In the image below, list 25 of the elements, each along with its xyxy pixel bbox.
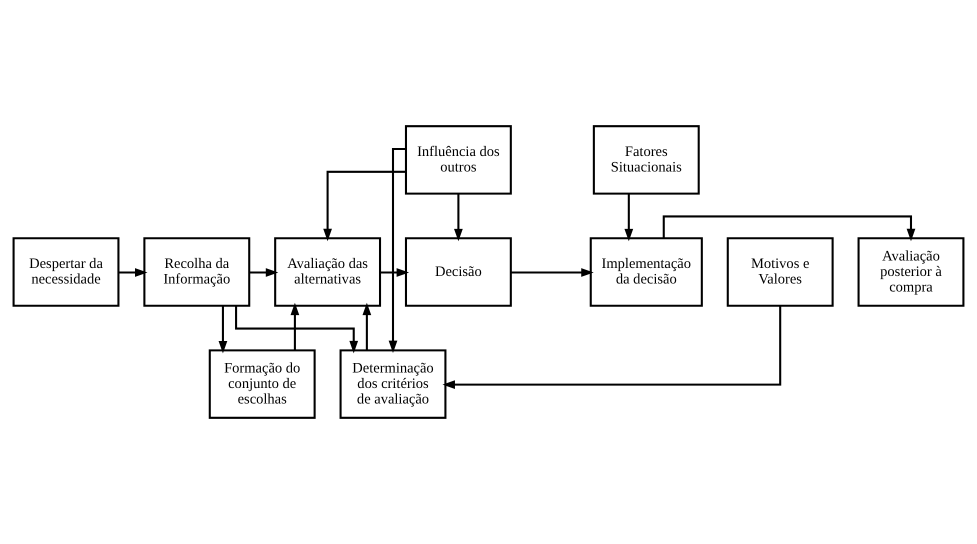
node-box: Influência dos outros: [404, 125, 512, 195]
arrow: [454, 194, 463, 242]
node-box: Determinação dos critérios de avaliação: [340, 349, 446, 419]
node-box: Formação do conjunto de escolhas: [208, 349, 316, 419]
arrow: [624, 194, 634, 242]
arrow: [662, 215, 916, 242]
arrow: [388, 148, 406, 354]
arrow: [218, 306, 228, 354]
node-box: Avaliação das alternativas: [274, 237, 382, 307]
arrow: [442, 306, 782, 389]
arrow: [235, 306, 358, 354]
arrow: [118, 268, 148, 277]
node-box: Despertar da necessidade: [12, 237, 120, 307]
node-box: Fatores Situacionais: [592, 125, 700, 195]
arrow: [249, 268, 278, 277]
node-box: Decisão: [404, 237, 512, 307]
node-box: Motivos e Valores: [726, 237, 834, 307]
node-box: Avaliação posterior à compra: [858, 237, 964, 307]
node-box: Recolha da Informação: [143, 237, 250, 307]
arrow: [323, 170, 406, 242]
arrow: [290, 302, 300, 350]
arrow: [380, 268, 410, 277]
node-box: Implementação da decisão: [590, 237, 703, 307]
arrow: [362, 302, 372, 350]
arrow: [511, 268, 594, 277]
